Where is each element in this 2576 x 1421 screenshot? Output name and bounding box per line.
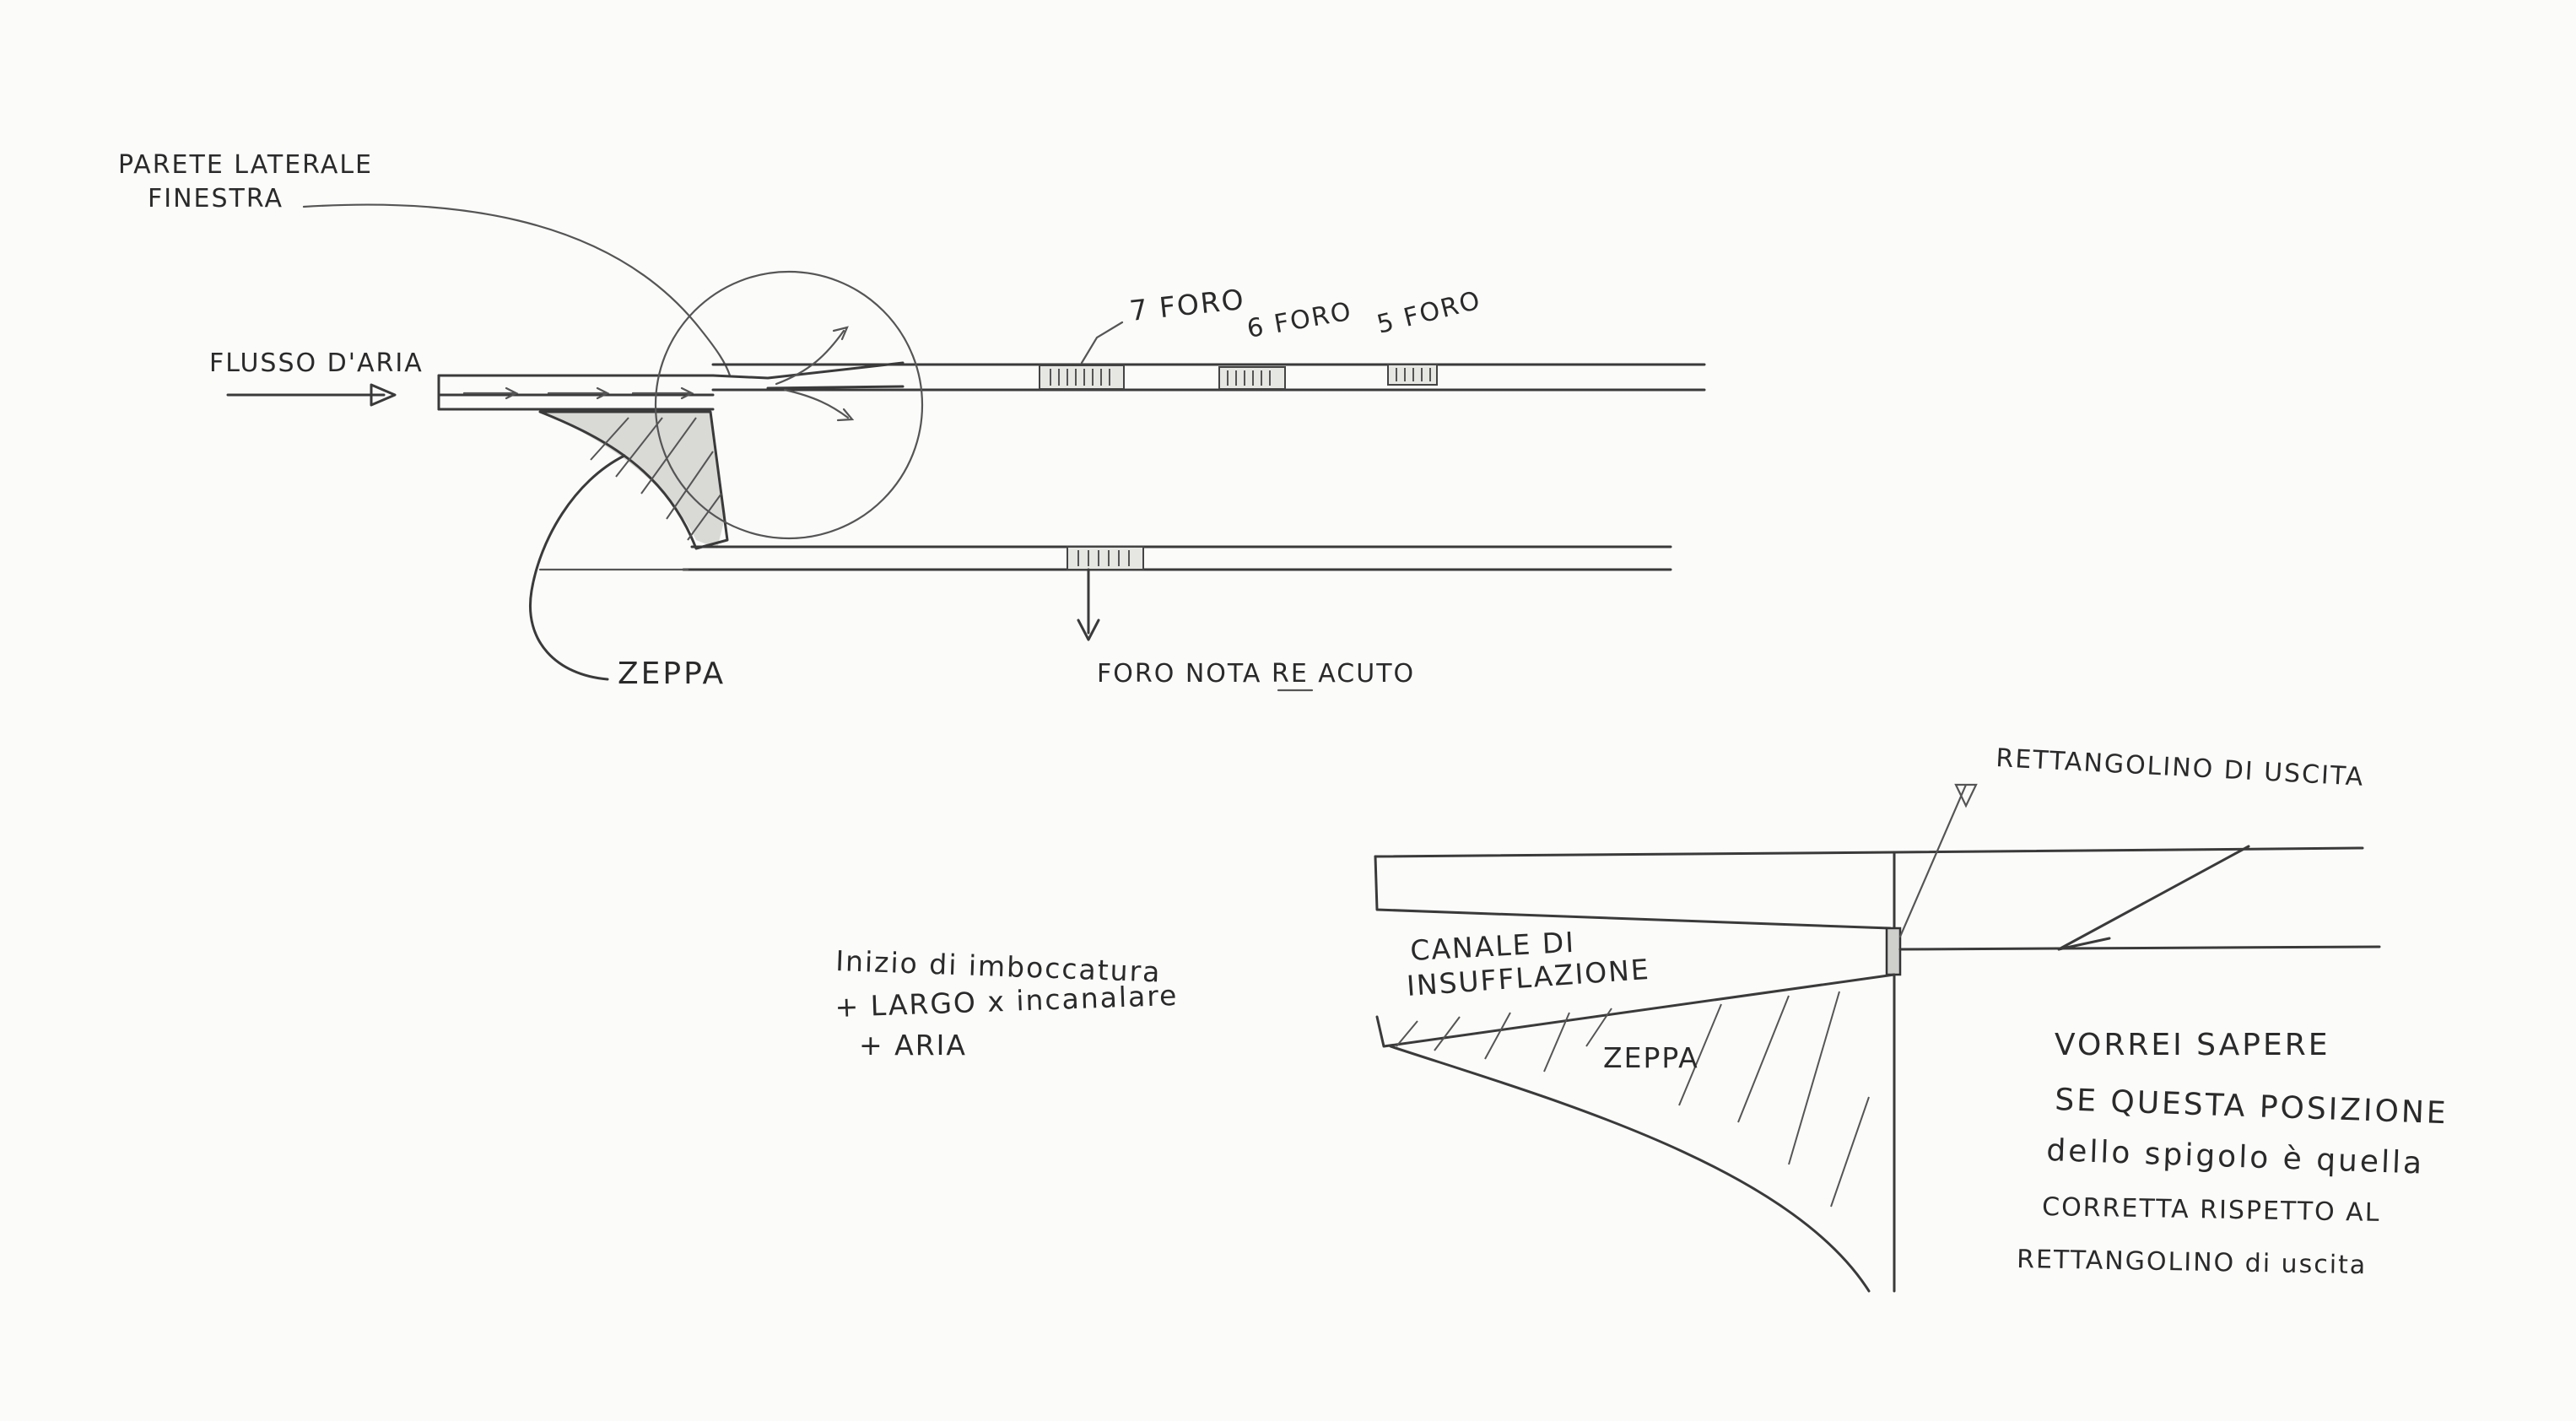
airflow-label: FLUSSO D'ARIA: [209, 348, 424, 378]
hole-6-label: 6 FORO: [1245, 297, 1354, 344]
zeppa-label-top: ZEPPA: [618, 656, 726, 691]
question-line-4: CORRETTA RISPETTO AL: [2042, 1192, 2381, 1228]
zeppa-wedge-fill: [540, 412, 726, 548]
rect-leader: [1898, 783, 1978, 938]
hole-re-arrow: [1077, 568, 1100, 641]
hole-7-leader: [1080, 321, 1124, 365]
detail-circle: [654, 270, 924, 540]
wall-leader-line: [302, 203, 732, 377]
labium-edge: [711, 361, 905, 390]
zeppa-hatch: [590, 417, 722, 541]
wall-label-line1: PARETE LATERALE: [118, 150, 373, 180]
note-line-3: + ARIA: [859, 1029, 967, 1062]
labium-airflow-up: [775, 326, 849, 386]
zeppa-label-bottom: ZEPPA: [1603, 1041, 1699, 1074]
labium-airflow-down: [783, 388, 855, 422]
airflow-arrow-head: [370, 383, 397, 407]
exit-rectangle: [1885, 927, 1902, 976]
zeppa-hatch-bottom: [1396, 991, 1870, 1208]
top-flute-section: PARETE LATERALE FINESTRA FLUSSO D'ARIA Z…: [118, 150, 1706, 692]
inner-flow-arrows: [462, 386, 694, 400]
rect-label: RETTANGOLINO DI USCITA: [1995, 743, 2366, 792]
imboccatura-note: Inizio di imboccatura + LARGO x incanala…: [834, 944, 1179, 1062]
zeppa-curve: [529, 454, 626, 681]
wall-label-line2: FINESTRA: [148, 184, 284, 213]
hole-7-label: 7 FORO: [1128, 283, 1247, 327]
hole-re: [1067, 546, 1144, 570]
hole-7: [1039, 365, 1125, 390]
channel-top-wall: [1374, 846, 2364, 858]
channel-top-wall-underside: [1374, 855, 1892, 930]
zeppa-curve-bottom: [1389, 1045, 1871, 1293]
right-lower-line: [1898, 945, 2381, 951]
question-line-3: dello spigolo è quella: [2046, 1133, 2425, 1181]
question-line-1: VORREI SAPERE: [2055, 1028, 2330, 1062]
note-line-2: + LARGO x incanalare: [834, 979, 1179, 1024]
zeppa-wedge-outline: [538, 410, 729, 550]
hole-5-label: 5 FORO: [1374, 285, 1484, 339]
question-line-5: RETTANGOLINO di uscita: [2017, 1245, 2368, 1280]
hole-5: [1387, 364, 1438, 386]
labium-diagonal: [2057, 845, 2250, 951]
question-line-2: SE QUESTA POSIZIONE: [2055, 1083, 2449, 1131]
question-note: VORREI SAPERE SE QUESTA POSIZIONE dello …: [2017, 1028, 2449, 1280]
zeppa-top-edge: [1375, 973, 1896, 1048]
hole-re-label: FORO NOTA RE ACUTO: [1097, 659, 1415, 689]
hole-6: [1218, 366, 1286, 390]
